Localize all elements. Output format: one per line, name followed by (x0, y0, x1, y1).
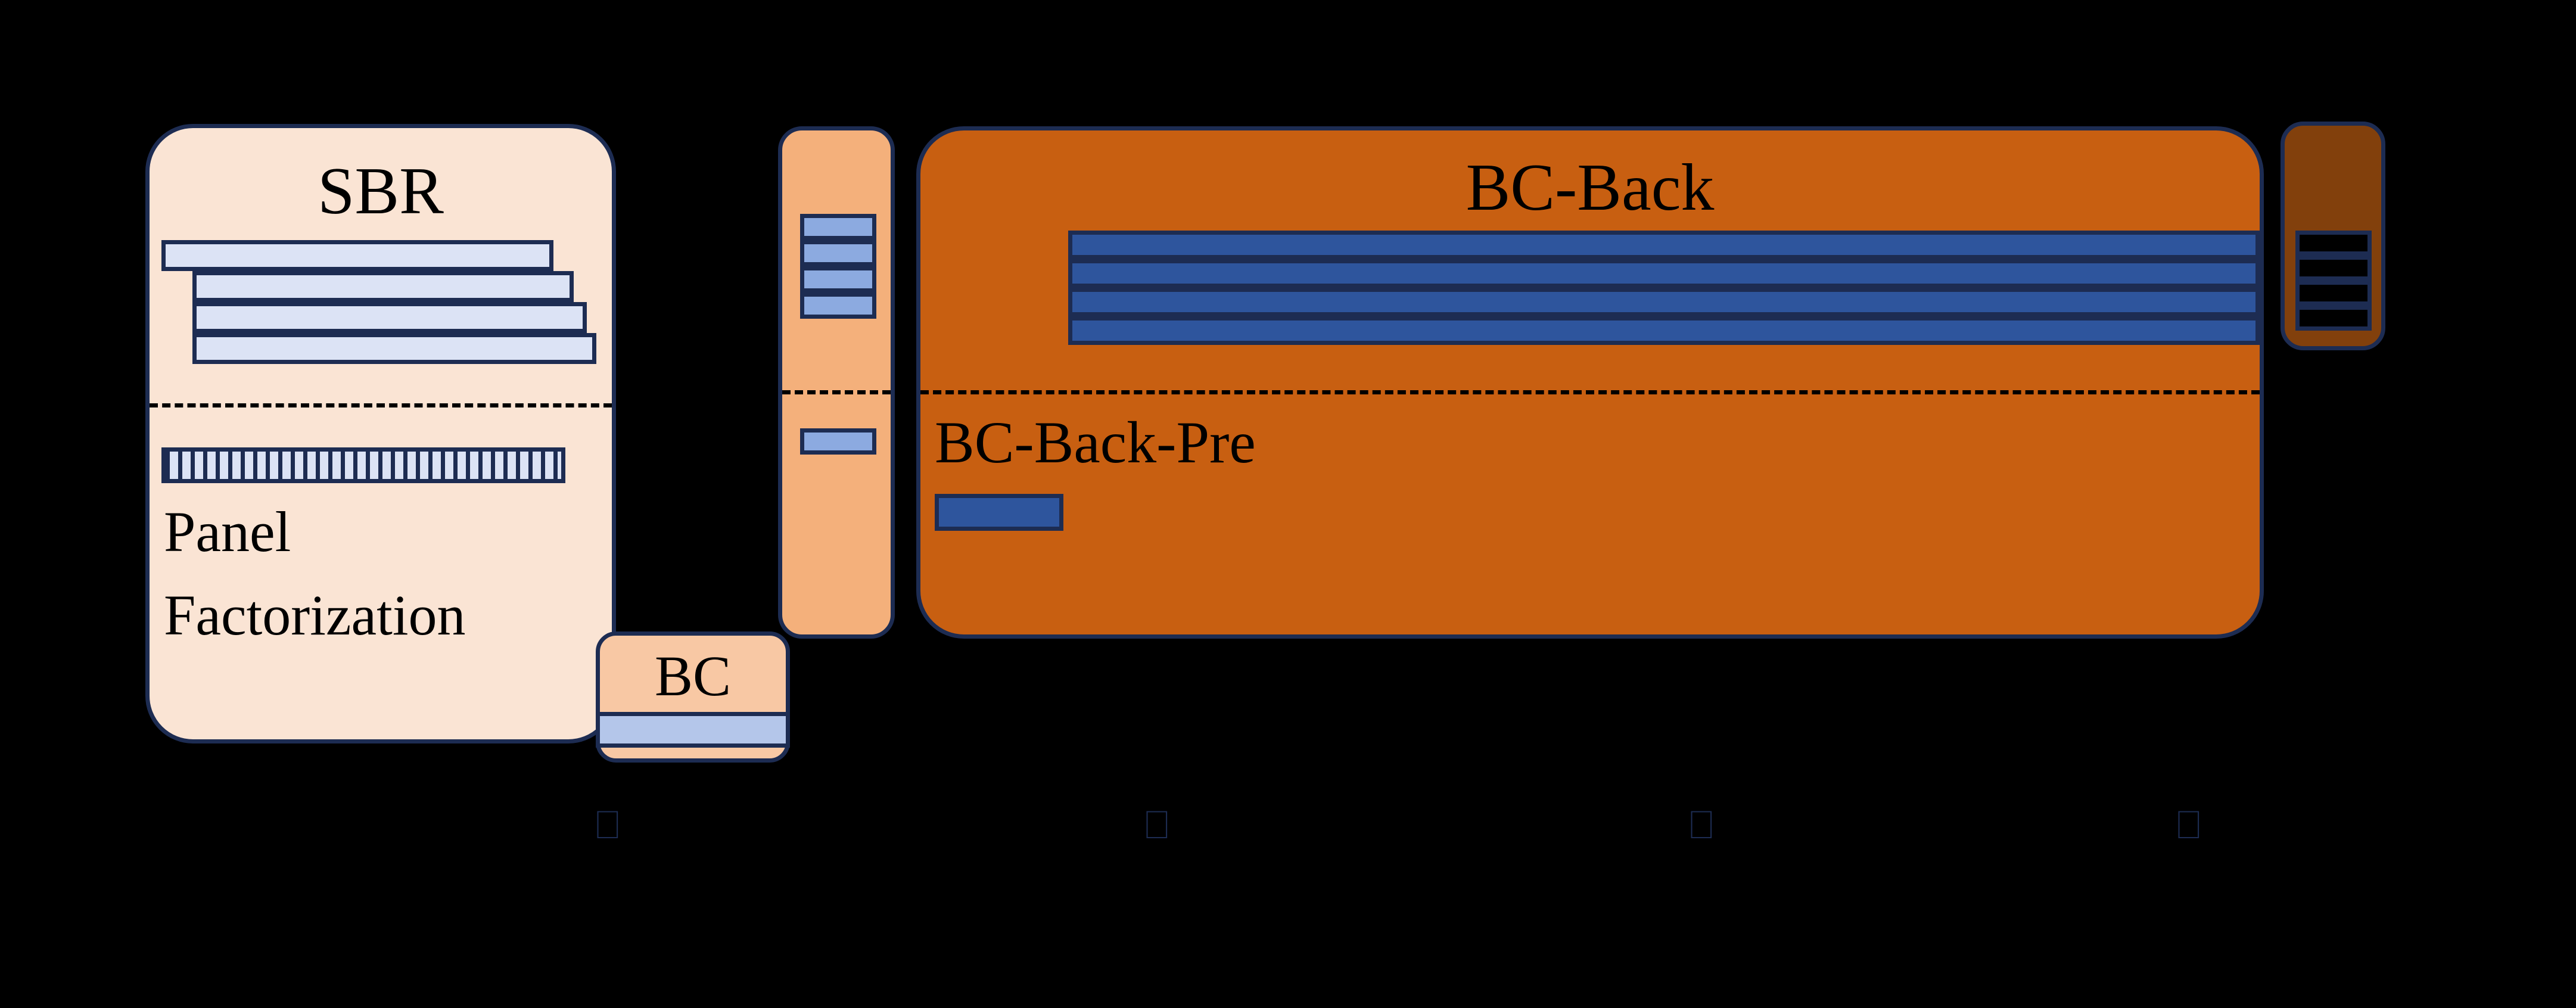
column-task-bar (800, 266, 876, 293)
column-task-bar (800, 293, 876, 319)
column-dashed-divider (782, 390, 891, 394)
bc-title: BC (654, 644, 732, 708)
bottom-marker-glyph: ⎕ (1690, 802, 1713, 848)
sbr-panel: SBR Panel Factorization (145, 124, 616, 743)
sbr-striped-bar (161, 447, 565, 483)
sbr-subtitle-line-2: Factorization (164, 583, 466, 647)
bc-task-bar (596, 712, 790, 748)
bc-panel: BC (596, 631, 790, 763)
narrow-column-panel (778, 126, 895, 639)
bc-back-dashed-divider (920, 390, 2260, 394)
sbr-title: SBR (318, 154, 444, 228)
sbr-task-bar (192, 271, 574, 302)
bc-back-task-bar (1068, 259, 2260, 288)
bc-back-pre-task-bar (935, 494, 1063, 531)
column-task-bar (800, 428, 876, 455)
sbr-subtitle-line-1: Panel (164, 500, 291, 564)
bc-back-title: BC-Back (1466, 151, 1715, 225)
right-block-task-bar (2295, 256, 2372, 281)
right-block-task-bar (2295, 306, 2372, 331)
bc-back-pre-title: BC-Back-Pre (935, 409, 1256, 475)
sbr-task-bar (192, 302, 587, 333)
bc-back-task-bar (1068, 316, 2260, 345)
sbr-task-bar (192, 333, 596, 364)
sbr-dashed-divider (150, 403, 612, 407)
bottom-marker-glyph: ⎕ (596, 802, 620, 848)
right-dark-block (2281, 122, 2385, 350)
column-task-bar (800, 214, 876, 240)
sbr-task-bar (161, 240, 553, 271)
bc-back-task-bar (1068, 288, 2260, 316)
bc-back-task-bar (1068, 231, 2260, 259)
right-block-task-bar (2295, 231, 2372, 256)
bottom-marker-glyph: ⎕ (2177, 802, 2201, 848)
column-task-bar (800, 240, 876, 266)
bc-back-panel: BC-Back BC-Back-Pre (916, 126, 2264, 639)
right-block-task-bar (2295, 281, 2372, 306)
bottom-marker-glyph: ⎕ (1145, 802, 1169, 848)
